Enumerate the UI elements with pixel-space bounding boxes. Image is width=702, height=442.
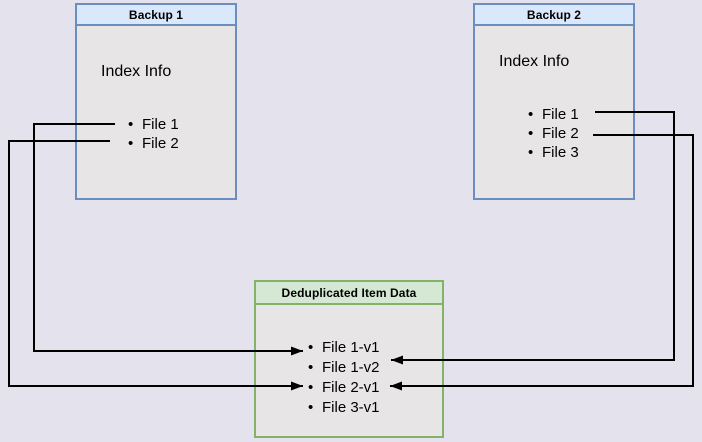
list-item: • File 2 — [528, 124, 579, 143]
list-item: • File 1-v2 — [308, 357, 380, 377]
backup1-subtitle: Index Info — [101, 63, 172, 80]
backup2-file-list: • File 1 • File 2 • File 3 — [528, 105, 579, 162]
bullet-icon: • — [308, 358, 314, 376]
backup1-box: Backup 1 Index Info • File 1 • File 2 — [75, 3, 237, 200]
file-label: File 1 — [542, 106, 579, 123]
list-item: • File 1-v1 — [308, 337, 380, 357]
bullet-icon: • — [128, 135, 134, 152]
file-label: File 2 — [142, 135, 179, 152]
bullet-icon: • — [128, 116, 134, 133]
file-label: File 3 — [542, 144, 579, 161]
backup2-title: Backup 2 — [475, 5, 633, 26]
list-item: • File 3-v1 — [308, 397, 380, 417]
bullet-icon: • — [308, 398, 314, 416]
list-item: • File 2-v1 — [308, 377, 380, 397]
list-item: • File 3 — [528, 143, 579, 162]
backup1-file-list: • File 1 • File 2 — [128, 115, 179, 153]
backup2-subtitle: Index Info — [499, 53, 570, 70]
bullet-icon: • — [528, 106, 534, 123]
file-label: File 3-v1 — [322, 398, 380, 416]
bullet-icon: • — [308, 338, 314, 356]
backup1-title: Backup 1 — [77, 5, 235, 26]
file-label: File 2 — [542, 125, 579, 142]
list-item: • File 1 — [528, 105, 579, 124]
bullet-icon: • — [308, 378, 314, 396]
file-label: File 2-v1 — [322, 378, 380, 396]
dedup-box: Deduplicated Item Data • File 1-v1 • Fil… — [254, 280, 444, 438]
backup2-box: Backup 2 Index Info • File 1 • File 2 • … — [473, 3, 635, 200]
list-item: • File 1 — [128, 115, 179, 134]
dedup-file-list: • File 1-v1 • File 1-v2 • File 2-v1 • Fi… — [308, 337, 380, 417]
bullet-icon: • — [528, 144, 534, 161]
list-item: • File 2 — [128, 134, 179, 153]
dedup-title: Deduplicated Item Data — [256, 282, 442, 305]
file-label: File 1-v2 — [322, 358, 380, 376]
file-label: File 1-v1 — [322, 338, 380, 356]
file-label: File 1 — [142, 116, 179, 133]
bullet-icon: • — [528, 125, 534, 142]
